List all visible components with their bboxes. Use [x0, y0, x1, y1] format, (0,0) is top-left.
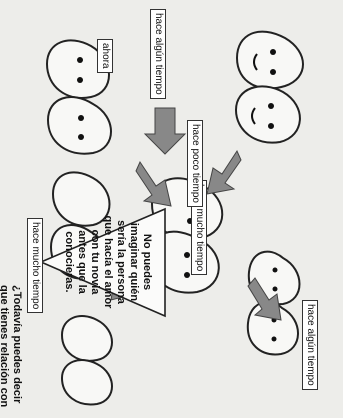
label-some-time-bottom: hace algún tiempo — [302, 300, 318, 390]
bottom-left-couple-figure — [45, 39, 112, 155]
label-recently: hace poco tiempo — [187, 120, 203, 207]
couple-now-figure — [234, 30, 304, 144]
triangle-text: No puedes imaginar quién sería la person… — [63, 215, 153, 309]
bottom-question: ¿Todavía puedes decir que tienes relació… — [0, 285, 23, 408]
lower-row-figures — [49, 171, 113, 406]
label-some-time-top: hace algún tiempo — [150, 9, 166, 99]
label-long-ago-bottom: hace mucho tiempo — [27, 218, 43, 314]
label-now: ahora — [97, 39, 113, 73]
center-triangle — [38, 207, 166, 318]
